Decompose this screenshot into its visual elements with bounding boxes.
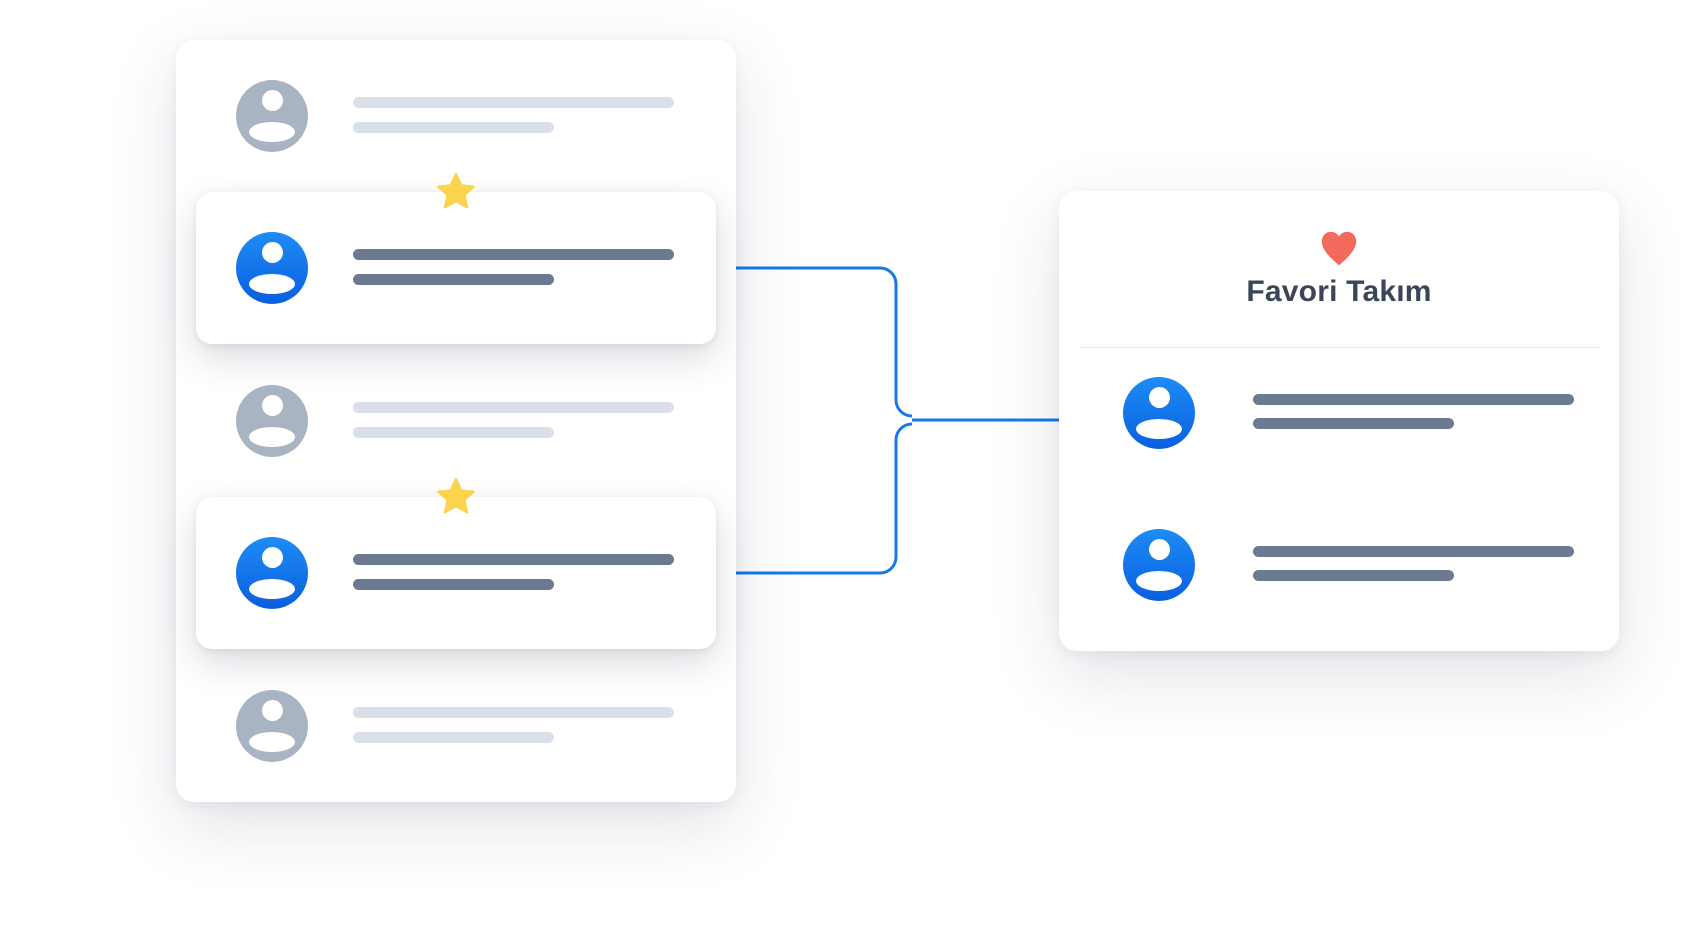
- placeholder-line: [1253, 546, 1574, 557]
- placeholder-line: [353, 97, 674, 108]
- placeholder-line: [353, 249, 674, 260]
- connector-bottom-branch: [716, 422, 913, 575]
- user-list-panel: [176, 40, 736, 802]
- team-title: Favori Takım: [1246, 275, 1432, 308]
- placeholder-line: [1253, 394, 1574, 405]
- team-member-item[interactable]: [1079, 351, 1599, 481]
- heart-icon: [1321, 231, 1357, 266]
- user-avatar-icon: [1123, 529, 1195, 601]
- list-item-selected[interactable]: [196, 477, 716, 649]
- star-icon: [437, 477, 475, 514]
- user-avatar-icon: [236, 80, 308, 152]
- divider: [1079, 347, 1599, 348]
- team-member-item[interactable]: [1079, 503, 1599, 633]
- placeholder-line: [353, 427, 554, 438]
- user-avatar-icon: [236, 537, 308, 609]
- user-avatar-icon: [236, 232, 308, 304]
- star-icon: [437, 172, 475, 209]
- favorite-team-card: Favori Takım: [1059, 191, 1619, 651]
- list-item[interactable]: [196, 345, 716, 497]
- placeholder-line: [353, 402, 674, 413]
- user-avatar-icon: [236, 385, 308, 457]
- placeholder-line: [353, 274, 554, 285]
- placeholder-line: [353, 122, 554, 133]
- placeholder-line: [1253, 418, 1454, 429]
- list-item-selected[interactable]: [196, 172, 716, 344]
- list-item[interactable]: [196, 40, 716, 192]
- user-avatar-icon: [236, 690, 308, 762]
- placeholder-line: [353, 554, 674, 565]
- placeholder-line: [1253, 570, 1454, 581]
- connector-top-branch: [716, 266, 913, 418]
- placeholder-line: [353, 732, 554, 743]
- placeholder-line: [353, 707, 674, 718]
- user-avatar-icon: [1123, 377, 1195, 449]
- placeholder-line: [353, 579, 554, 590]
- list-item[interactable]: [196, 650, 716, 802]
